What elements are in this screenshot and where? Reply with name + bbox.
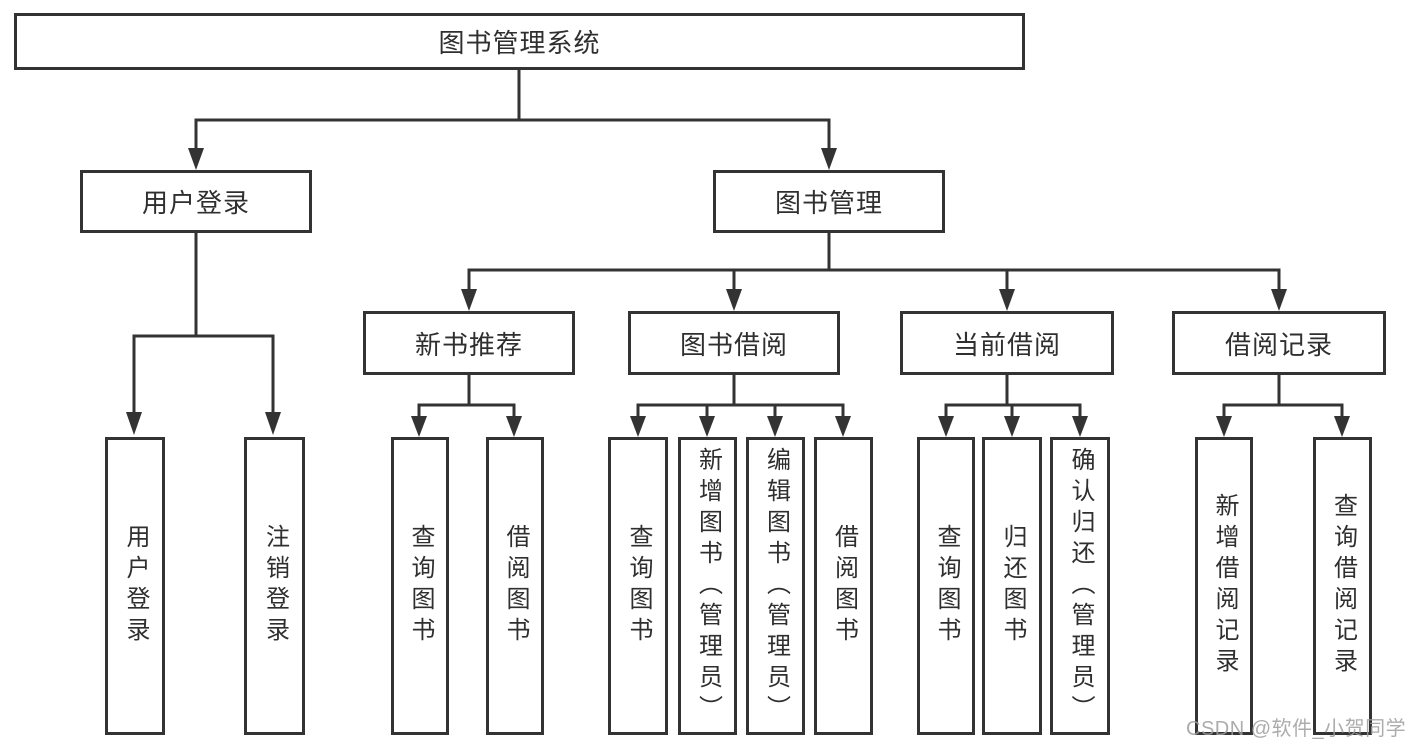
leaf-borrowing-edit-books-admin: 编辑图书（管理员）: [746, 437, 805, 735]
node-borrowing-records-label: 借阅记录: [1224, 329, 1333, 360]
leaf-logout-label: 注销登录: [261, 524, 289, 648]
leaf-borrowing-edit-books-admin-label: 编辑图书（管理员）: [762, 446, 790, 726]
leaf-logout: 注销登录: [244, 437, 305, 735]
leaf-records-query-borrow-record: 查询借阅记录: [1313, 437, 1372, 735]
node-new-book-recommendation: 新书推荐: [363, 311, 575, 375]
leaf-current-query-books: 查询图书: [917, 437, 975, 735]
node-book-borrowing-label: 图书借阅: [679, 329, 788, 360]
leaf-borrowing-add-books-admin-label: 新增图书（管理员）: [694, 446, 722, 726]
leaf-current-query-books-label: 查询图书: [933, 524, 960, 648]
leaf-records-add-borrow-record: 新增借阅记录: [1195, 437, 1253, 735]
leaf-recommend-query-books: 查询图书: [391, 437, 449, 735]
leaf-borrowing-query-books: 查询图书: [608, 437, 668, 735]
leaf-borrowing-add-books-admin: 新增图书（管理员）: [678, 437, 737, 735]
node-current-borrowing-label: 当前借阅: [952, 329, 1061, 360]
leaf-records-add-borrow-record-label: 新增借阅记录: [1211, 493, 1238, 679]
node-borrowing-records: 借阅记录: [1172, 311, 1386, 375]
leaf-current-confirm-return-admin: 确认归还（管理员）: [1050, 437, 1110, 735]
leaf-borrowing-borrow-books: 借阅图书: [814, 437, 873, 735]
leaf-user-login: 用户登录: [105, 437, 165, 735]
node-user-login: 用户登录: [80, 170, 312, 233]
node-library-management-system: 图书管理系统: [14, 13, 1025, 70]
leaf-current-confirm-return-admin-label: 确认归还（管理员）: [1067, 446, 1094, 726]
leaf-recommend-query-books-label: 查询图书: [407, 524, 434, 648]
csdn-watermark: CSDN @软件_小贺同学: [1186, 718, 1405, 740]
leaf-recommend-borrow-books-label: 借阅图书: [502, 524, 529, 648]
node-book-management-label: 图书管理: [774, 188, 883, 218]
leaf-recommend-borrow-books: 借阅图书: [486, 437, 544, 735]
node-new-book-recommendation-label: 新书推荐: [414, 329, 523, 360]
leaf-current-return-books-label: 归还图书: [999, 524, 1026, 648]
node-library-management-system-label: 图书管理系统: [438, 28, 601, 58]
leaf-user-login-label: 用户登录: [122, 524, 149, 648]
node-user-login-label: 用户登录: [141, 188, 250, 218]
leaf-borrowing-query-books-label: 查询图书: [625, 524, 652, 648]
leaf-records-query-borrow-record-label: 查询借阅记录: [1329, 493, 1357, 679]
node-book-management: 图书管理: [713, 170, 945, 233]
node-current-borrowing: 当前借阅: [900, 311, 1114, 375]
node-book-borrowing: 图书借阅: [628, 311, 840, 375]
leaf-borrowing-borrow-books-label: 借阅图书: [830, 524, 858, 648]
leaf-current-return-books: 归还图书: [982, 437, 1042, 735]
